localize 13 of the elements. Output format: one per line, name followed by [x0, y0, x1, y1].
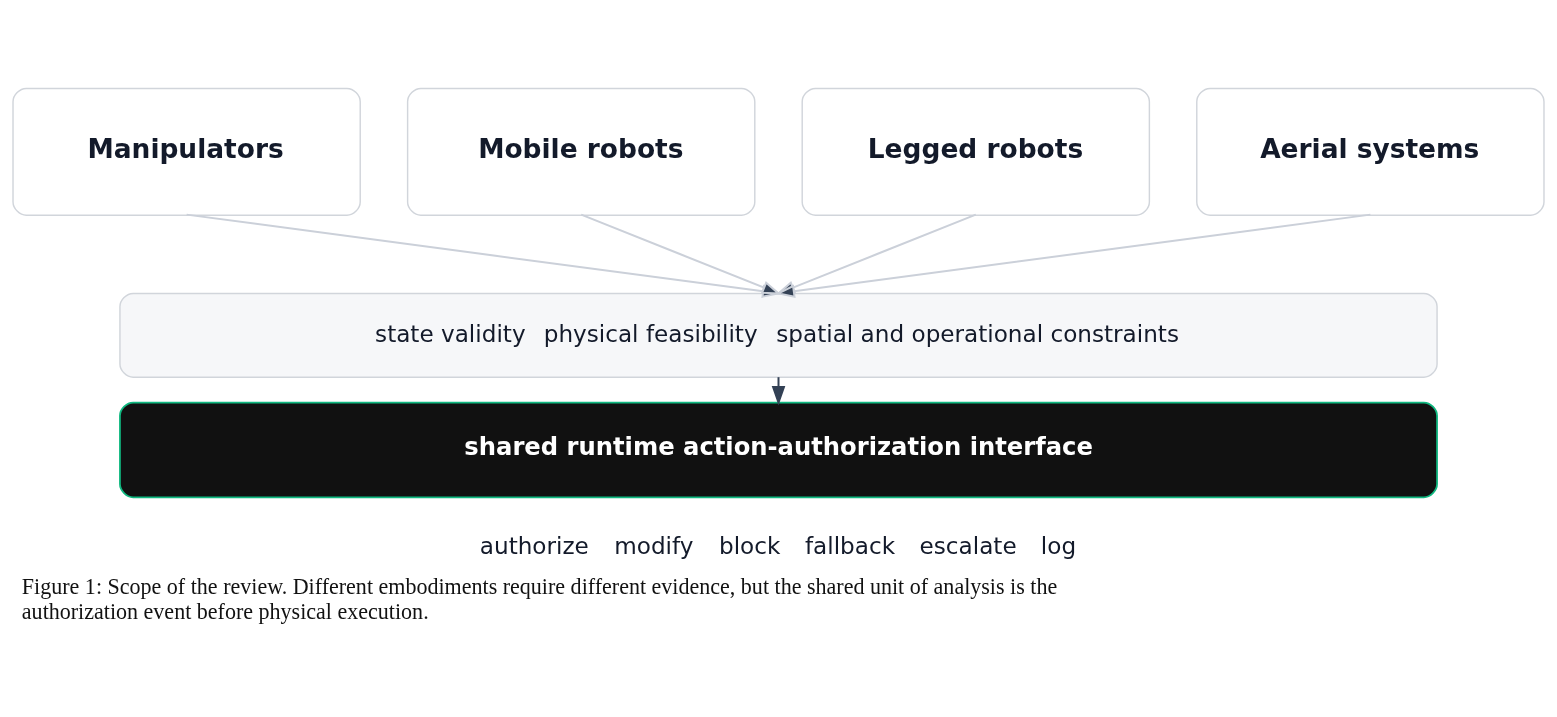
node-box: Aerial systems [1196, 87, 1545, 216]
node-label: escalate [919, 532, 1017, 559]
node-box: Manipulators [12, 87, 361, 216]
caption: Figure 1: Scope of the review. Different embodiments require different evidence, but the shared unit of analysis is the authorization event before physical execution. [21, 573, 1058, 624]
node-label: block [718, 532, 781, 559]
node-label: fallback [804, 532, 896, 559]
node-label: log [1040, 532, 1077, 559]
node-label: authorize [479, 532, 589, 559]
node-box: state validity physical feasibility spatial and operational constraints [119, 292, 1438, 378]
node-box: shared runtime action-authorization interface [119, 401, 1438, 498]
node-box: Legged robots [801, 87, 1151, 216]
node-label: modify [614, 532, 694, 559]
node-box: Mobile robots [406, 87, 756, 216]
